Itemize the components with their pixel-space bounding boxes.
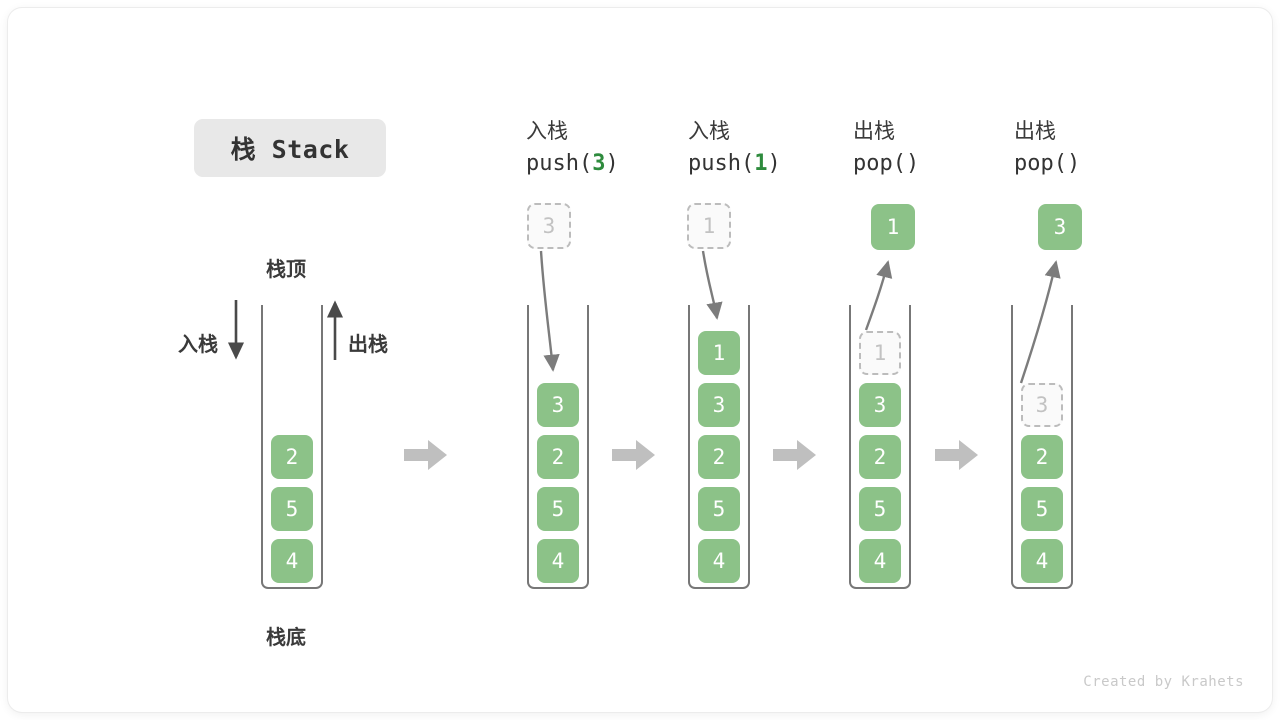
arrows-overlay bbox=[227, 250, 1061, 384]
push-side-label: 入栈 bbox=[178, 334, 218, 356]
stack-container-pop-3: 3 2 5 4 bbox=[1011, 305, 1073, 589]
stack-container-pop-1: 1 3 2 5 4 bbox=[849, 305, 911, 589]
float-cell-push-3: 3 bbox=[527, 203, 571, 249]
op-label-code: push(1) bbox=[688, 151, 781, 176]
footer-credit: Created by Krahets bbox=[1083, 674, 1244, 690]
stack-cell-ghost: 3 bbox=[1021, 383, 1063, 427]
stack-cell: 5 bbox=[537, 487, 579, 531]
stack-container-initial: 2 5 4 bbox=[261, 305, 323, 589]
float-cell-pop-3: 3 bbox=[1038, 204, 1082, 250]
stack-cell: 4 bbox=[1021, 539, 1063, 583]
step-arrow-4 bbox=[935, 438, 979, 472]
stack-cell: 5 bbox=[698, 487, 740, 531]
stack-cell: 4 bbox=[271, 539, 313, 583]
op-header-pop-1: 出栈 pop() bbox=[853, 115, 919, 176]
stack-cell: 5 bbox=[271, 487, 313, 531]
stack-cell: 2 bbox=[698, 435, 740, 479]
op-header-push-1: 入栈 push(1) bbox=[688, 115, 781, 176]
step-arrow-3 bbox=[773, 438, 817, 472]
op-header-push-3: 入栈 push(3) bbox=[526, 115, 619, 176]
float-cell-push-1: 1 bbox=[687, 203, 731, 249]
op-label-cn: 出栈 bbox=[1014, 120, 1056, 143]
op-label-cn: 出栈 bbox=[853, 120, 895, 143]
stack-cell: 3 bbox=[859, 383, 901, 427]
op-label-code: pop() bbox=[853, 151, 920, 176]
step-arrow-1 bbox=[404, 438, 448, 472]
stack-container-push-1: 1 3 2 5 4 bbox=[688, 305, 750, 589]
pop-side-label: 出栈 bbox=[348, 334, 388, 356]
stack-cell: 1 bbox=[698, 331, 740, 375]
op-label-cn: 入栈 bbox=[688, 120, 730, 143]
stack-cell: 4 bbox=[537, 539, 579, 583]
stack-cell-ghost: 1 bbox=[859, 331, 901, 375]
stack-cell: 3 bbox=[698, 383, 740, 427]
stack-cell: 2 bbox=[271, 435, 313, 479]
float-cell-pop-1: 1 bbox=[871, 204, 915, 250]
stack-top-label: 栈顶 bbox=[266, 259, 306, 281]
stack-cell: 3 bbox=[537, 383, 579, 427]
stack-cell: 2 bbox=[1021, 435, 1063, 479]
step-arrow-2 bbox=[612, 438, 656, 472]
op-label-code: push(3) bbox=[526, 151, 619, 176]
title-badge: 栈 Stack bbox=[194, 119, 386, 177]
diagram-card: 栈 Stack 栈顶 栈底 入栈 出栈 2 5 4 入栈 push(3) 3 3 2 5… bbox=[8, 8, 1272, 712]
stack-cell: 5 bbox=[859, 487, 901, 531]
op-label-cn: 入栈 bbox=[526, 120, 568, 143]
op-label-code: pop() bbox=[1014, 151, 1081, 176]
stack-container-push-3: 3 2 5 4 bbox=[527, 305, 589, 589]
stack-cell: 4 bbox=[859, 539, 901, 583]
stack-cell: 2 bbox=[859, 435, 901, 479]
stack-cell: 5 bbox=[1021, 487, 1063, 531]
stack-bottom-label: 栈底 bbox=[266, 627, 306, 649]
op-header-pop-3: 出栈 pop() bbox=[1014, 115, 1080, 176]
stack-cell: 2 bbox=[537, 435, 579, 479]
stack-cell: 4 bbox=[698, 539, 740, 583]
